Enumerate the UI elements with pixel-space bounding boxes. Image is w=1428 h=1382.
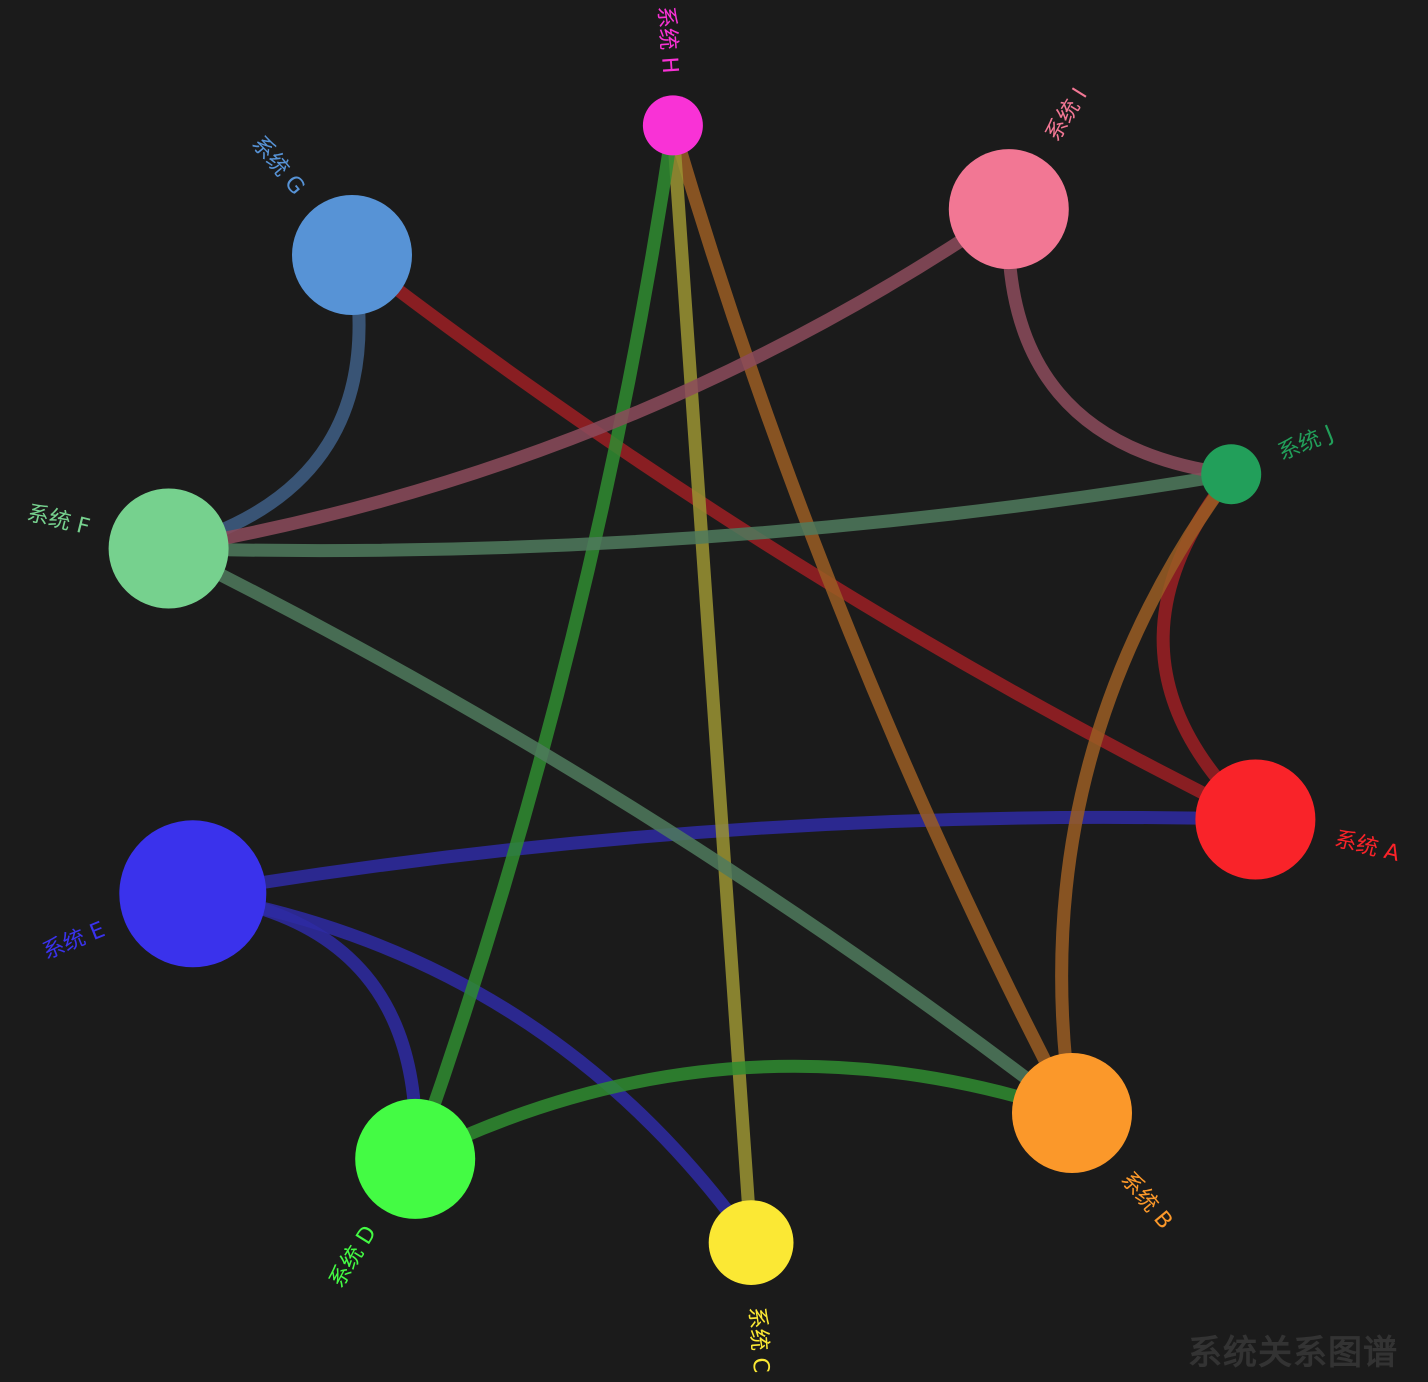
node-label-j: 系统 J xyxy=(1275,421,1338,466)
node-a[interactable] xyxy=(1195,759,1316,880)
node-e[interactable] xyxy=(119,820,267,968)
edge-J-B[interactable] xyxy=(1055,467,1238,1120)
node-g[interactable] xyxy=(292,195,412,315)
nodes-layer xyxy=(108,95,1316,1285)
edge-E-C[interactable] xyxy=(186,887,758,1250)
node-label-d: 系统 D xyxy=(325,1222,382,1293)
edge-I-F[interactable] xyxy=(162,202,1016,555)
edge-H-C[interactable] xyxy=(666,118,758,1250)
node-label-c: 系统 C xyxy=(744,1306,774,1374)
node-d[interactable] xyxy=(355,1098,476,1219)
node-label-i: 系统 I xyxy=(1041,84,1093,146)
node-i[interactable] xyxy=(948,149,1069,270)
node-f[interactable] xyxy=(108,488,229,609)
node-label-h: 系统 H xyxy=(653,5,683,74)
node-c[interactable] xyxy=(708,1200,794,1285)
edge-H-D[interactable] xyxy=(408,118,680,1166)
watermark-title: 系统关系图谱 xyxy=(1188,1333,1398,1373)
edge-G-A[interactable] xyxy=(345,248,1262,826)
node-b[interactable] xyxy=(1012,1053,1132,1173)
node-label-a: 系统 A xyxy=(1332,827,1402,867)
edges-layer xyxy=(162,118,1262,1250)
edge-F-B[interactable] xyxy=(162,542,1079,1120)
edge-F-J[interactable] xyxy=(162,467,1238,558)
edge-D-B[interactable] xyxy=(408,1059,1079,1166)
node-h[interactable] xyxy=(642,95,703,156)
node-label-e: 系统 E xyxy=(39,917,109,964)
node-label-g: 系统 G xyxy=(246,132,309,200)
node-label-f: 系统 F xyxy=(24,501,92,541)
node-label-b: 系统 B xyxy=(1116,1167,1178,1234)
node-j[interactable] xyxy=(1201,444,1262,505)
edge-H-B[interactable] xyxy=(666,118,1079,1120)
